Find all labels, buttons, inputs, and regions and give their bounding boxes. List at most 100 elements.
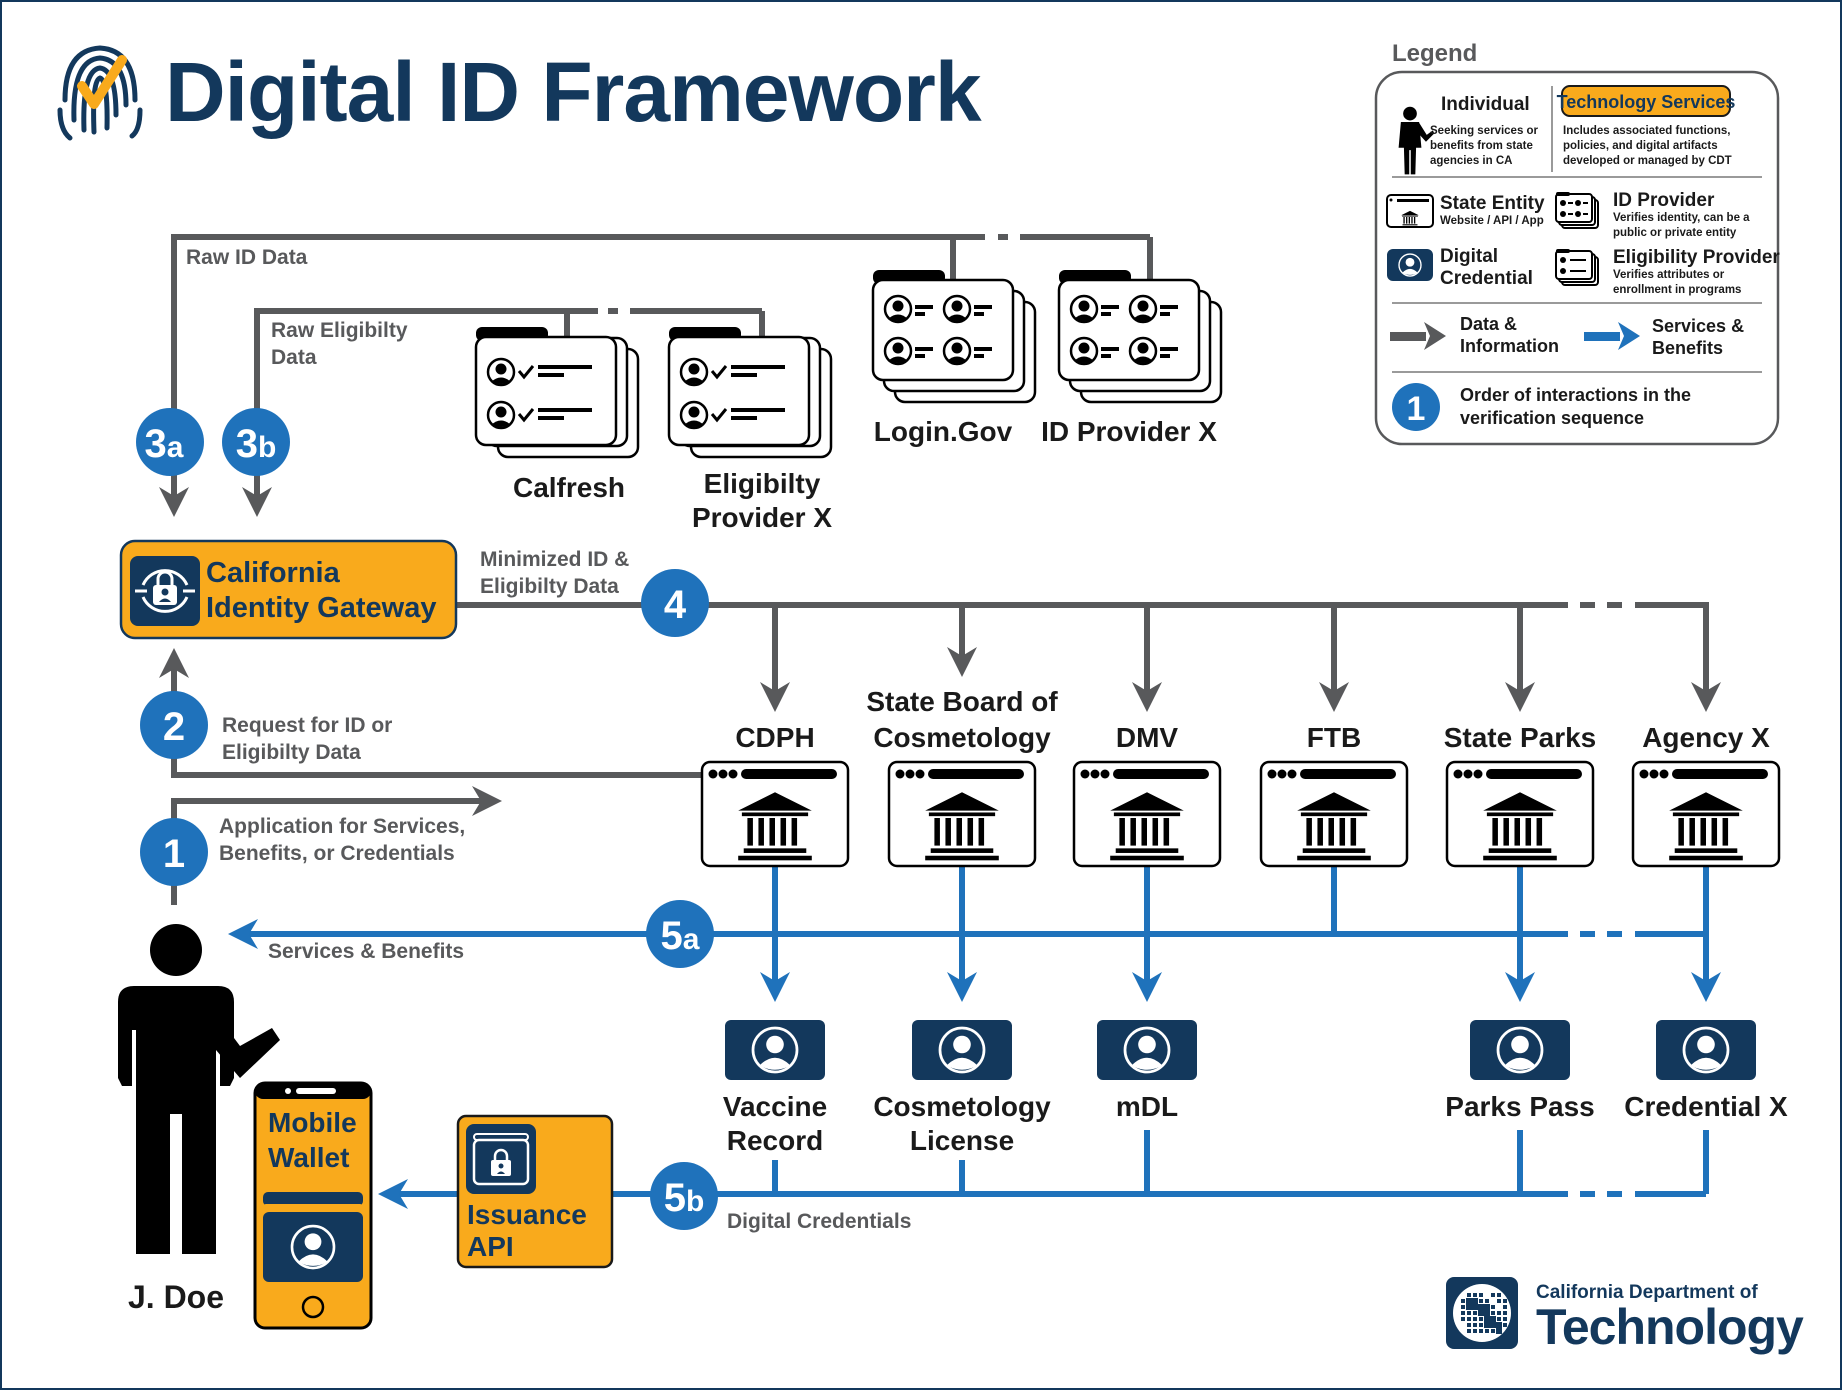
state-entity-icon: [1259, 760, 1409, 868]
cdt-grid-pattern: [1461, 1293, 1507, 1334]
credential-name: Record: [727, 1125, 823, 1156]
agency-name: State Board of: [866, 686, 1058, 717]
digital-credential-icon: [1470, 1020, 1570, 1080]
legend-heading: Legend: [1392, 40, 1477, 67]
legend-state-entity-title: State Entity: [1440, 193, 1545, 214]
legend-digital-credential-title: Credential: [1440, 268, 1533, 289]
legend-tech-desc: Includes associated functions,: [1563, 125, 1730, 137]
legend-individual-desc: benefits from state: [1430, 140, 1533, 152]
page-title: Digital ID Framework: [165, 45, 982, 139]
state-entity-icon: [1631, 760, 1781, 868]
state-entity-legend-icon: [1386, 194, 1434, 228]
fingerprint-check-icon: [57, 45, 143, 141]
secure-card-icon: [472, 1133, 530, 1186]
legend-eligibility-provider-desc: enrollment in programs: [1613, 284, 1741, 296]
agency-name: FTB: [1307, 722, 1361, 753]
legend-services-label: Services &: [1652, 316, 1744, 336]
services-benefits-label: Services & Benefits: [268, 940, 464, 963]
id-provider-icon: [871, 270, 1037, 404]
legend-order-badge-number: 1: [1407, 390, 1426, 428]
id-provider-name: Login.Gov: [874, 416, 1013, 447]
credential-mdl[interactable]: mDL: [1097, 1020, 1197, 1122]
credential-name: mDL: [1116, 1091, 1178, 1122]
cdt-logo[interactable]: California Department of Technology: [1446, 1277, 1805, 1355]
step-badge-3a: 3a: [136, 408, 204, 476]
legend-technology-services-badge: [1561, 85, 1731, 117]
issuance-api[interactable]: Issuance API: [456, 1114, 614, 1269]
data-arrow-legend-icon: [1390, 322, 1446, 350]
legend-id-provider-title: ID Provider: [1613, 190, 1715, 211]
legend-state-entity-desc: Website / API / App: [1440, 215, 1544, 227]
eligibility-provider-name: Provider X: [692, 502, 832, 533]
eligibility-provider-legend-icon: [1555, 249, 1599, 286]
minimized-data-label: Minimized ID &: [480, 548, 629, 571]
id-provider-card[interactable]: Login.Gov: [871, 270, 1037, 447]
id-provider-card[interactable]: ID Provider X: [1041, 270, 1223, 447]
legend-individual-desc: agencies in CA: [1430, 155, 1512, 167]
step-badge-5a: 5a: [646, 900, 714, 968]
legend-order-label: Order of interactions in the: [1460, 385, 1691, 405]
raw-id-data-label: Raw ID Data: [186, 246, 308, 269]
id-provider-legend-icon: [1555, 192, 1599, 229]
agency-name: DMV: [1116, 722, 1179, 753]
step-badge-2: 2: [140, 691, 208, 759]
svg-text:5a: 5a: [661, 914, 700, 958]
agency-name: State Parks: [1444, 722, 1597, 753]
digital-credential-icon: [725, 1020, 825, 1080]
state-entity-icon: [700, 760, 850, 868]
agency-cdph[interactable]: CDPH: [700, 722, 850, 868]
legend-individual-desc: Seeking services or: [1430, 125, 1539, 137]
digital-credential-icon: [1097, 1020, 1197, 1080]
state-agencies: CDPH State Board of Cosmetology DMV FTB State…: [700, 686, 1781, 868]
legend-tech-desc: policies, and digital artifacts: [1563, 140, 1718, 152]
person-icon: [118, 924, 280, 1254]
agency-name: CDPH: [735, 722, 814, 753]
legend-id-provider-desc: public or private entity: [1613, 227, 1737, 239]
digital-credential-icon: [1656, 1020, 1756, 1080]
agency-state-parks[interactable]: State Parks: [1444, 722, 1597, 868]
request-label: Request for ID or: [222, 714, 392, 737]
issuance-api-title: API: [467, 1231, 514, 1262]
agency-state-board-of-cosmetology[interactable]: State Board of Cosmetology: [866, 686, 1058, 868]
svg-text:2: 2: [163, 705, 185, 749]
agency-agency-x[interactable]: Agency X: [1631, 722, 1781, 868]
legend-services-label: Benefits: [1652, 338, 1723, 358]
gateway-title: Identity Gateway: [206, 592, 436, 624]
credential-name: Cosmetology: [873, 1091, 1051, 1122]
agency-ftb[interactable]: FTB: [1259, 722, 1409, 868]
agency-name: Cosmetology: [873, 722, 1051, 753]
agency-dmv[interactable]: DMV: [1072, 722, 1222, 868]
raw-eligibility-data-label: Data: [271, 346, 317, 369]
step-badge-4: 4: [641, 569, 709, 637]
cdt-org-line1: California Department of: [1536, 1282, 1758, 1303]
digital-credentials-label: Digital Credentials: [727, 1210, 911, 1233]
eligibility-provider-card[interactable]: Calfresh: [474, 327, 640, 503]
svg-text:4: 4: [664, 583, 687, 627]
legend: Legend Individual Seeking services or be…: [1374, 40, 1780, 446]
california-identity-gateway[interactable]: California Identity Gateway: [119, 539, 458, 640]
wallet-title: Mobile: [268, 1107, 357, 1138]
step-badge-5b: 5b: [650, 1162, 718, 1230]
legend-data-label: Information: [1460, 336, 1559, 356]
id-provider-icon: [1057, 270, 1223, 404]
individual-legend-icon: [1398, 106, 1435, 175]
issuance-api-title: Issuance: [467, 1199, 587, 1230]
eligibility-provider-icon: [667, 327, 833, 459]
credential-parks-pass[interactable]: Parks Pass: [1445, 1020, 1595, 1122]
legend-digital-credential-title: Digital: [1440, 246, 1498, 267]
agency-name: Agency X: [1642, 722, 1770, 753]
svg-text:3b: 3b: [236, 422, 277, 466]
legend-eligibility-provider-desc: Verifies attributes or: [1613, 269, 1725, 281]
application-label: Application for Services,: [219, 815, 465, 838]
svg-text:5b: 5b: [664, 1176, 705, 1220]
legend-order-label: verification sequence: [1460, 408, 1644, 428]
request-label: Eligibilty Data: [222, 741, 361, 764]
eligibility-provider-name: Calfresh: [513, 472, 625, 503]
credential-credential-x[interactable]: Credential X: [1624, 1020, 1788, 1122]
mobile-wallet[interactable]: Mobile Wallet: [253, 1081, 373, 1330]
